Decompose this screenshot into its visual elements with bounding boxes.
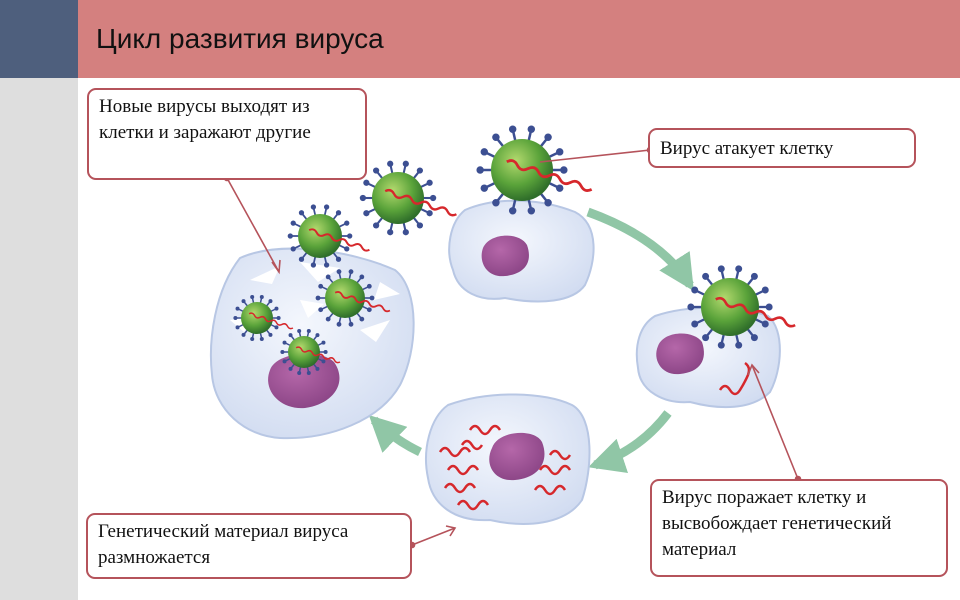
virus-icon xyxy=(359,160,457,236)
rna-strand-icon xyxy=(248,312,294,330)
rna-strand-icon xyxy=(438,424,572,511)
callout-attack-text: Вирус атакует клетку xyxy=(660,138,834,159)
virus-icon xyxy=(280,328,341,376)
connector-attack xyxy=(539,149,651,163)
rna-strand-icon xyxy=(715,296,796,328)
rna-strand-icon xyxy=(506,159,593,192)
cycle-arrow-icon xyxy=(586,207,694,292)
left-sidebar-strip xyxy=(0,78,78,600)
nucleus-icon xyxy=(268,353,340,409)
nucleus-icon xyxy=(656,333,704,375)
connector-arrow-release xyxy=(271,259,281,275)
cycle-arrow-icon xyxy=(588,410,672,473)
callout-infect-text: Вирус поражает клетку и высвобождает ген… xyxy=(662,487,892,560)
virus-icon xyxy=(233,294,294,342)
header-corner-block xyxy=(0,0,78,78)
callout-attack: Вирус атакует клетку xyxy=(648,128,916,168)
callout-replicate: Генетический материал вируса размножаетс… xyxy=(86,513,412,579)
callout-release-text: Новые вирусы выходят из клетки и заражаю… xyxy=(99,96,311,143)
connector-arrow-infect xyxy=(747,363,760,376)
cycle-arrow-icon xyxy=(368,415,422,457)
virus-icon xyxy=(287,204,370,268)
nucleus-icon xyxy=(481,235,529,277)
callout-release: Новые вирусы выходят из клетки и заражаю… xyxy=(87,88,367,180)
rna-strand-icon xyxy=(308,228,370,252)
connector-infect xyxy=(751,364,799,480)
connector-release xyxy=(226,177,280,273)
virus-icon xyxy=(687,265,796,349)
rna-strand-icon xyxy=(334,291,391,313)
nucleus-icon xyxy=(489,432,545,481)
virus-icon xyxy=(476,125,593,215)
slide-title: Цикл развития вируса xyxy=(96,23,384,54)
callout-replicate-text: Генетический материал вируса размножаетс… xyxy=(98,521,349,568)
title-bar xyxy=(78,0,960,78)
connector-arrow-replicate xyxy=(445,525,457,537)
rna-strand-icon xyxy=(295,346,341,364)
callout-infect: Вирус поражает клетку и высвобождает ген… xyxy=(650,479,948,577)
virus-icon xyxy=(315,269,391,327)
connector-replicate xyxy=(411,527,456,546)
rna-strand-icon xyxy=(384,188,457,217)
